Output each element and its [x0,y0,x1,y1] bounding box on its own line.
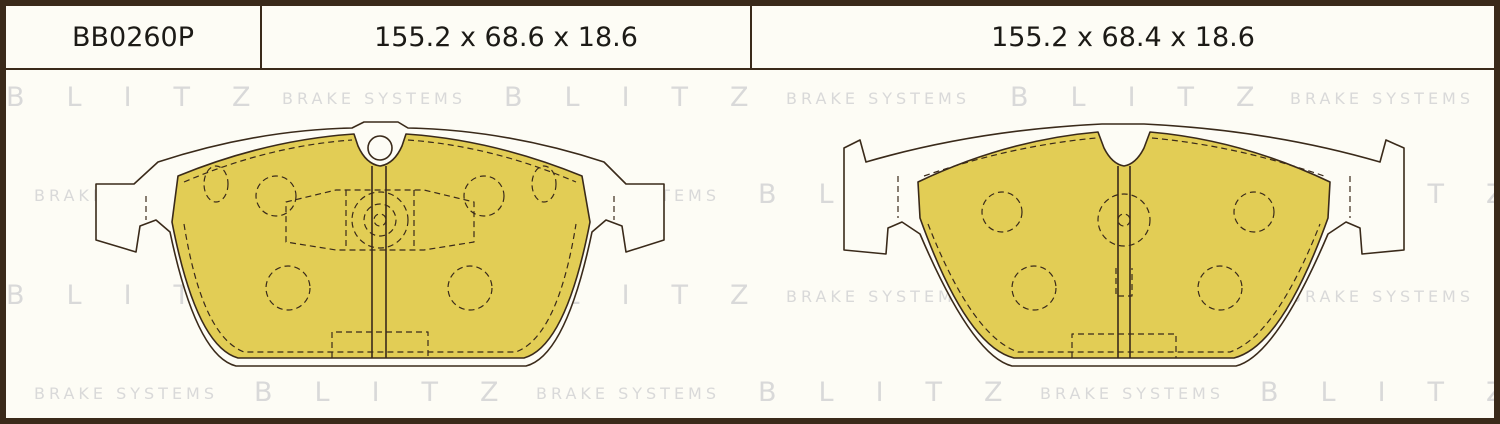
right-sensor-outline [1115,268,1133,297]
watermark-brake-systems: BRAKE SYSTEMS [536,384,721,403]
right-hole [1233,191,1275,233]
left-brake-pad [95,121,665,367]
left-bottom-tab [331,331,429,358]
watermark-blitz: BLITZ [758,377,1045,408]
part-number-cell: BB0260P [6,6,262,68]
left-hole [351,191,409,249]
right-bottom-tab [1071,333,1177,358]
left-hole [463,175,505,217]
left-hole [363,203,397,237]
left-top-notch [367,135,393,161]
watermark-brake-systems: BRAKE SYSTEMS [786,89,971,108]
dimensions-right-cell: 155.2 x 68.4 x 18.6 [991,21,1255,53]
watermark-brake-systems: BRAKE SYSTEMS [1290,89,1475,108]
left-sensor-outline [345,190,415,250]
left-hole [255,175,297,217]
left-hole [203,165,229,203]
left-hole [447,265,493,311]
dimensions-left-cell: 155.2 x 68.6 x 18.6 [262,6,752,68]
right-side-clip [897,176,1351,218]
left-dashed-edge [183,139,577,353]
right-hole [1197,265,1243,311]
brake-pad-drawing [95,121,1405,367]
watermark-blitz: BLITZ [504,82,791,113]
watermark-blitz: BLITZ [254,377,541,408]
right-hole [981,191,1023,233]
left-sensor-outline [285,189,475,251]
right-hole [1011,265,1057,311]
left-friction-material [171,133,591,359]
right-dashed-holes [897,176,1351,358]
watermark-brake-systems: BRAKE SYSTEMS [34,384,219,403]
watermark-brake-systems: BRAKE SYSTEMS [1040,384,1225,403]
right-hole [1117,213,1131,227]
watermark-brake-systems: BRAKE SYSTEMS [786,287,971,306]
watermark-blitz: BLITZ [1010,82,1297,113]
right-hole [1097,193,1151,247]
left-hole [373,213,387,227]
left-dashed-holes [145,165,615,358]
right-brake-pad [843,123,1405,367]
watermark-brake-systems: BRAKE SYSTEMS [1290,287,1475,306]
watermark-blitz: BLITZ [1260,377,1494,408]
left-hole [531,165,557,203]
watermark-brake-systems: BRAKE SYSTEMS [282,89,467,108]
right-dashed-edge [923,137,1325,353]
left-side-clip [145,196,615,220]
header-table: BB0260P 155.2 x 68.6 x 18.6 155.2 x 68.4… [6,6,1494,70]
drawing-sheet: BB0260P 155.2 x 68.6 x 18.6 155.2 x 68.4… [4,4,1496,420]
watermark-blitz: BLITZ [6,82,293,113]
right-friction-material [917,131,1331,359]
left-hole [265,265,311,311]
